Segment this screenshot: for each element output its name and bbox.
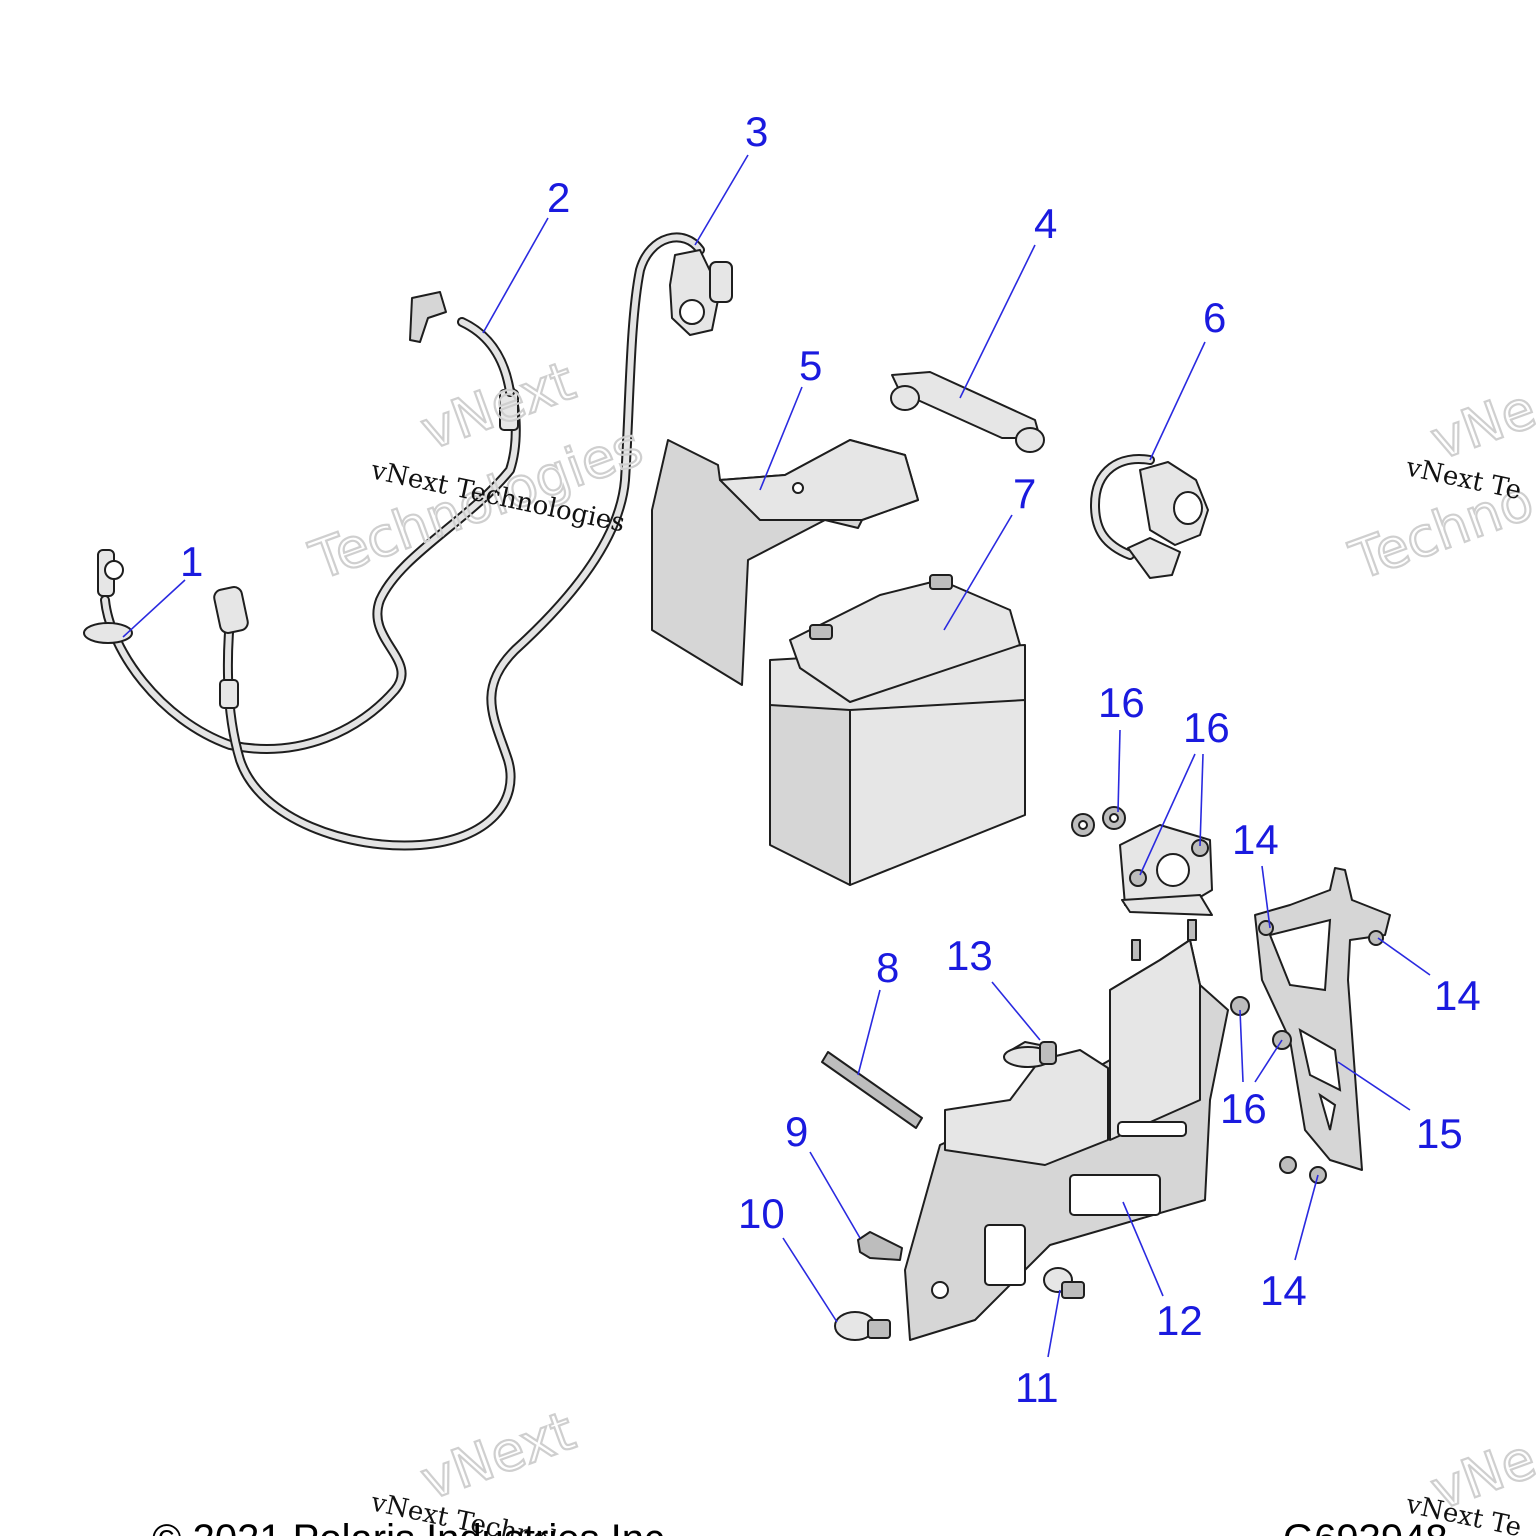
watermark-brand-line1-bottom: vNext (413, 1399, 583, 1512)
callout-7: 7 (1013, 470, 1036, 517)
callout-14-top: 14 (1232, 816, 1279, 863)
callout-2: 2 (547, 174, 570, 221)
part-hardware (834, 1041, 1085, 1341)
callout-12: 12 (1156, 1297, 1203, 1344)
part-rod (821, 1051, 923, 1129)
callout-16-bottom: 16 (1220, 1085, 1267, 1132)
callout-14-right: 14 (1434, 972, 1481, 1019)
part-battery-cable-negative (83, 291, 521, 754)
callout-5: 5 (799, 342, 822, 389)
part-battery-cable-positive (213, 232, 733, 851)
part-relay-and-nuts (1071, 806, 1213, 916)
callout-13: 13 (946, 932, 993, 979)
callout-1: 1 (180, 538, 203, 585)
footer: © 2021 Polaris Industries Inc. G693948 (152, 1517, 1448, 1536)
part-battery-cover (651, 439, 919, 686)
footer-copyright: © 2021 Polaris Industries Inc. (152, 1517, 675, 1536)
callout-labels: 1 2 3 4 5 6 7 8 9 10 11 12 13 14 14 14 1… (180, 108, 1481, 1411)
part-battery-bracket (904, 919, 1229, 1341)
part-terminal-boot (1090, 454, 1209, 579)
callout-16-top-left: 16 (1098, 679, 1145, 726)
callout-4: 4 (1034, 200, 1057, 247)
callout-16-top-right: 16 (1183, 704, 1230, 751)
callout-10: 10 (738, 1190, 785, 1237)
part-battery (769, 574, 1026, 886)
callout-14-bottom: 14 (1260, 1267, 1307, 1314)
callout-11: 11 (1015, 1364, 1059, 1411)
callout-3: 3 (745, 108, 768, 155)
part-battery-strap (890, 371, 1045, 453)
callout-6: 6 (1203, 294, 1226, 341)
callout-15: 15 (1416, 1110, 1463, 1157)
callout-8: 8 (876, 944, 899, 991)
leader-lines (122, 154, 1431, 1358)
footer-figure-code: G693948 (1283, 1517, 1448, 1536)
callout-9: 9 (785, 1108, 808, 1155)
watermark: vNext Technologies vNext Technologies vN… (301, 348, 1536, 1536)
part-side-plate (1230, 867, 1391, 1184)
